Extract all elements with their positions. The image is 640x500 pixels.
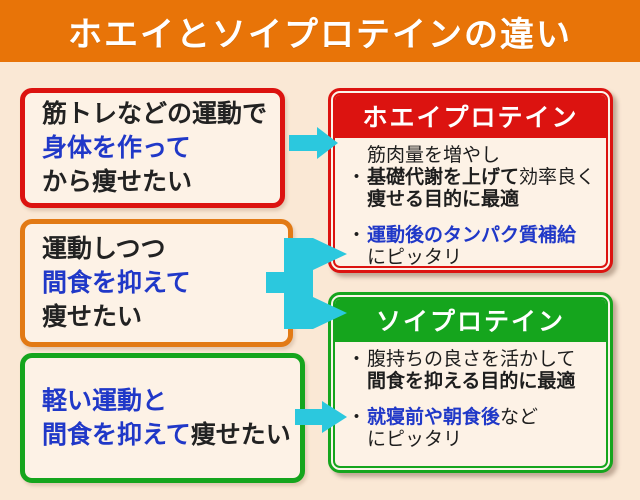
panel-whey-header: ホエイプロテイン (335, 95, 606, 138)
panel-text-line: ・腹持ちの良さを活かして (347, 349, 576, 370)
panel-soy-header: ソイプロテイン (335, 299, 606, 342)
panel-text-line: にピッタリ (367, 429, 463, 450)
goal-text-line: 身体を作って (42, 134, 191, 162)
panel-text-line: 間食を抑える目的に最適 (367, 371, 576, 392)
goal-box-build-body: 筋トレなどの運動で 身体を作って から痩せたい (20, 88, 285, 208)
goal-text-line: 痩せたい (42, 303, 143, 331)
panel-text-line: ・運動後のタンパク質補給 (347, 225, 577, 246)
panel-soy-inner: ソイプロテイン ・腹持ちの良さを活かして 間食を抑える目的に最適 ・就寝前や朝食… (333, 297, 608, 468)
panel-soy-body: ・腹持ちの良さを活かして 間食を抑える目的に最適 ・就寝前や朝食後など にピッタ… (335, 342, 606, 451)
goal-text-line: 間食を抑えて (42, 269, 191, 297)
page-title: ホエイとソイプロテインの違い (68, 15, 572, 54)
goal-text-line: 軽い運動と (42, 387, 168, 415)
panel-text-line: 痩せる目的に最適 (367, 189, 520, 210)
goal-text-line: 運動しつつ (42, 235, 166, 263)
panel-whey-body: 筋肉量を増やし ・基礎代謝を上げて効率良く 痩せる目的に最適 ・運動後のタンパク… (335, 138, 606, 268)
goal-box-light-exercise: 軽い運動と 間食を抑えて痩せたい (20, 353, 305, 483)
title-banner: ホエイとソイプロテインの違い (0, 0, 640, 62)
panel-text-line: にピッタリ (367, 247, 463, 268)
panel-whey-inner: ホエイプロテイン 筋肉量を増やし ・基礎代謝を上げて効率良く 痩せる目的に最適 … (333, 93, 608, 268)
panel-text-line: ・基礎代謝を上げて効率良く (347, 167, 596, 188)
goal-text-line: から痩せたい (42, 168, 193, 196)
panel-text-line: 筋肉量を増やし (367, 145, 501, 166)
panel-text-line: ・就寝前や朝食後など (347, 407, 539, 428)
goal-text-line: 間食を抑えて痩せたい (42, 421, 291, 449)
goal-text-line: 筋トレなどの運動で (42, 100, 268, 128)
goal-box-exercise-and-snack: 運動しつつ 間食を抑えて 痩せたい (20, 219, 293, 347)
panel-soy-protein: ソイプロテイン ・腹持ちの良さを活かして 間食を抑える目的に最適 ・就寝前や朝食… (328, 292, 613, 473)
panel-whey-protein: ホエイプロテイン 筋肉量を増やし ・基礎代謝を上げて効率良く 痩せる目的に最適 … (328, 88, 613, 273)
